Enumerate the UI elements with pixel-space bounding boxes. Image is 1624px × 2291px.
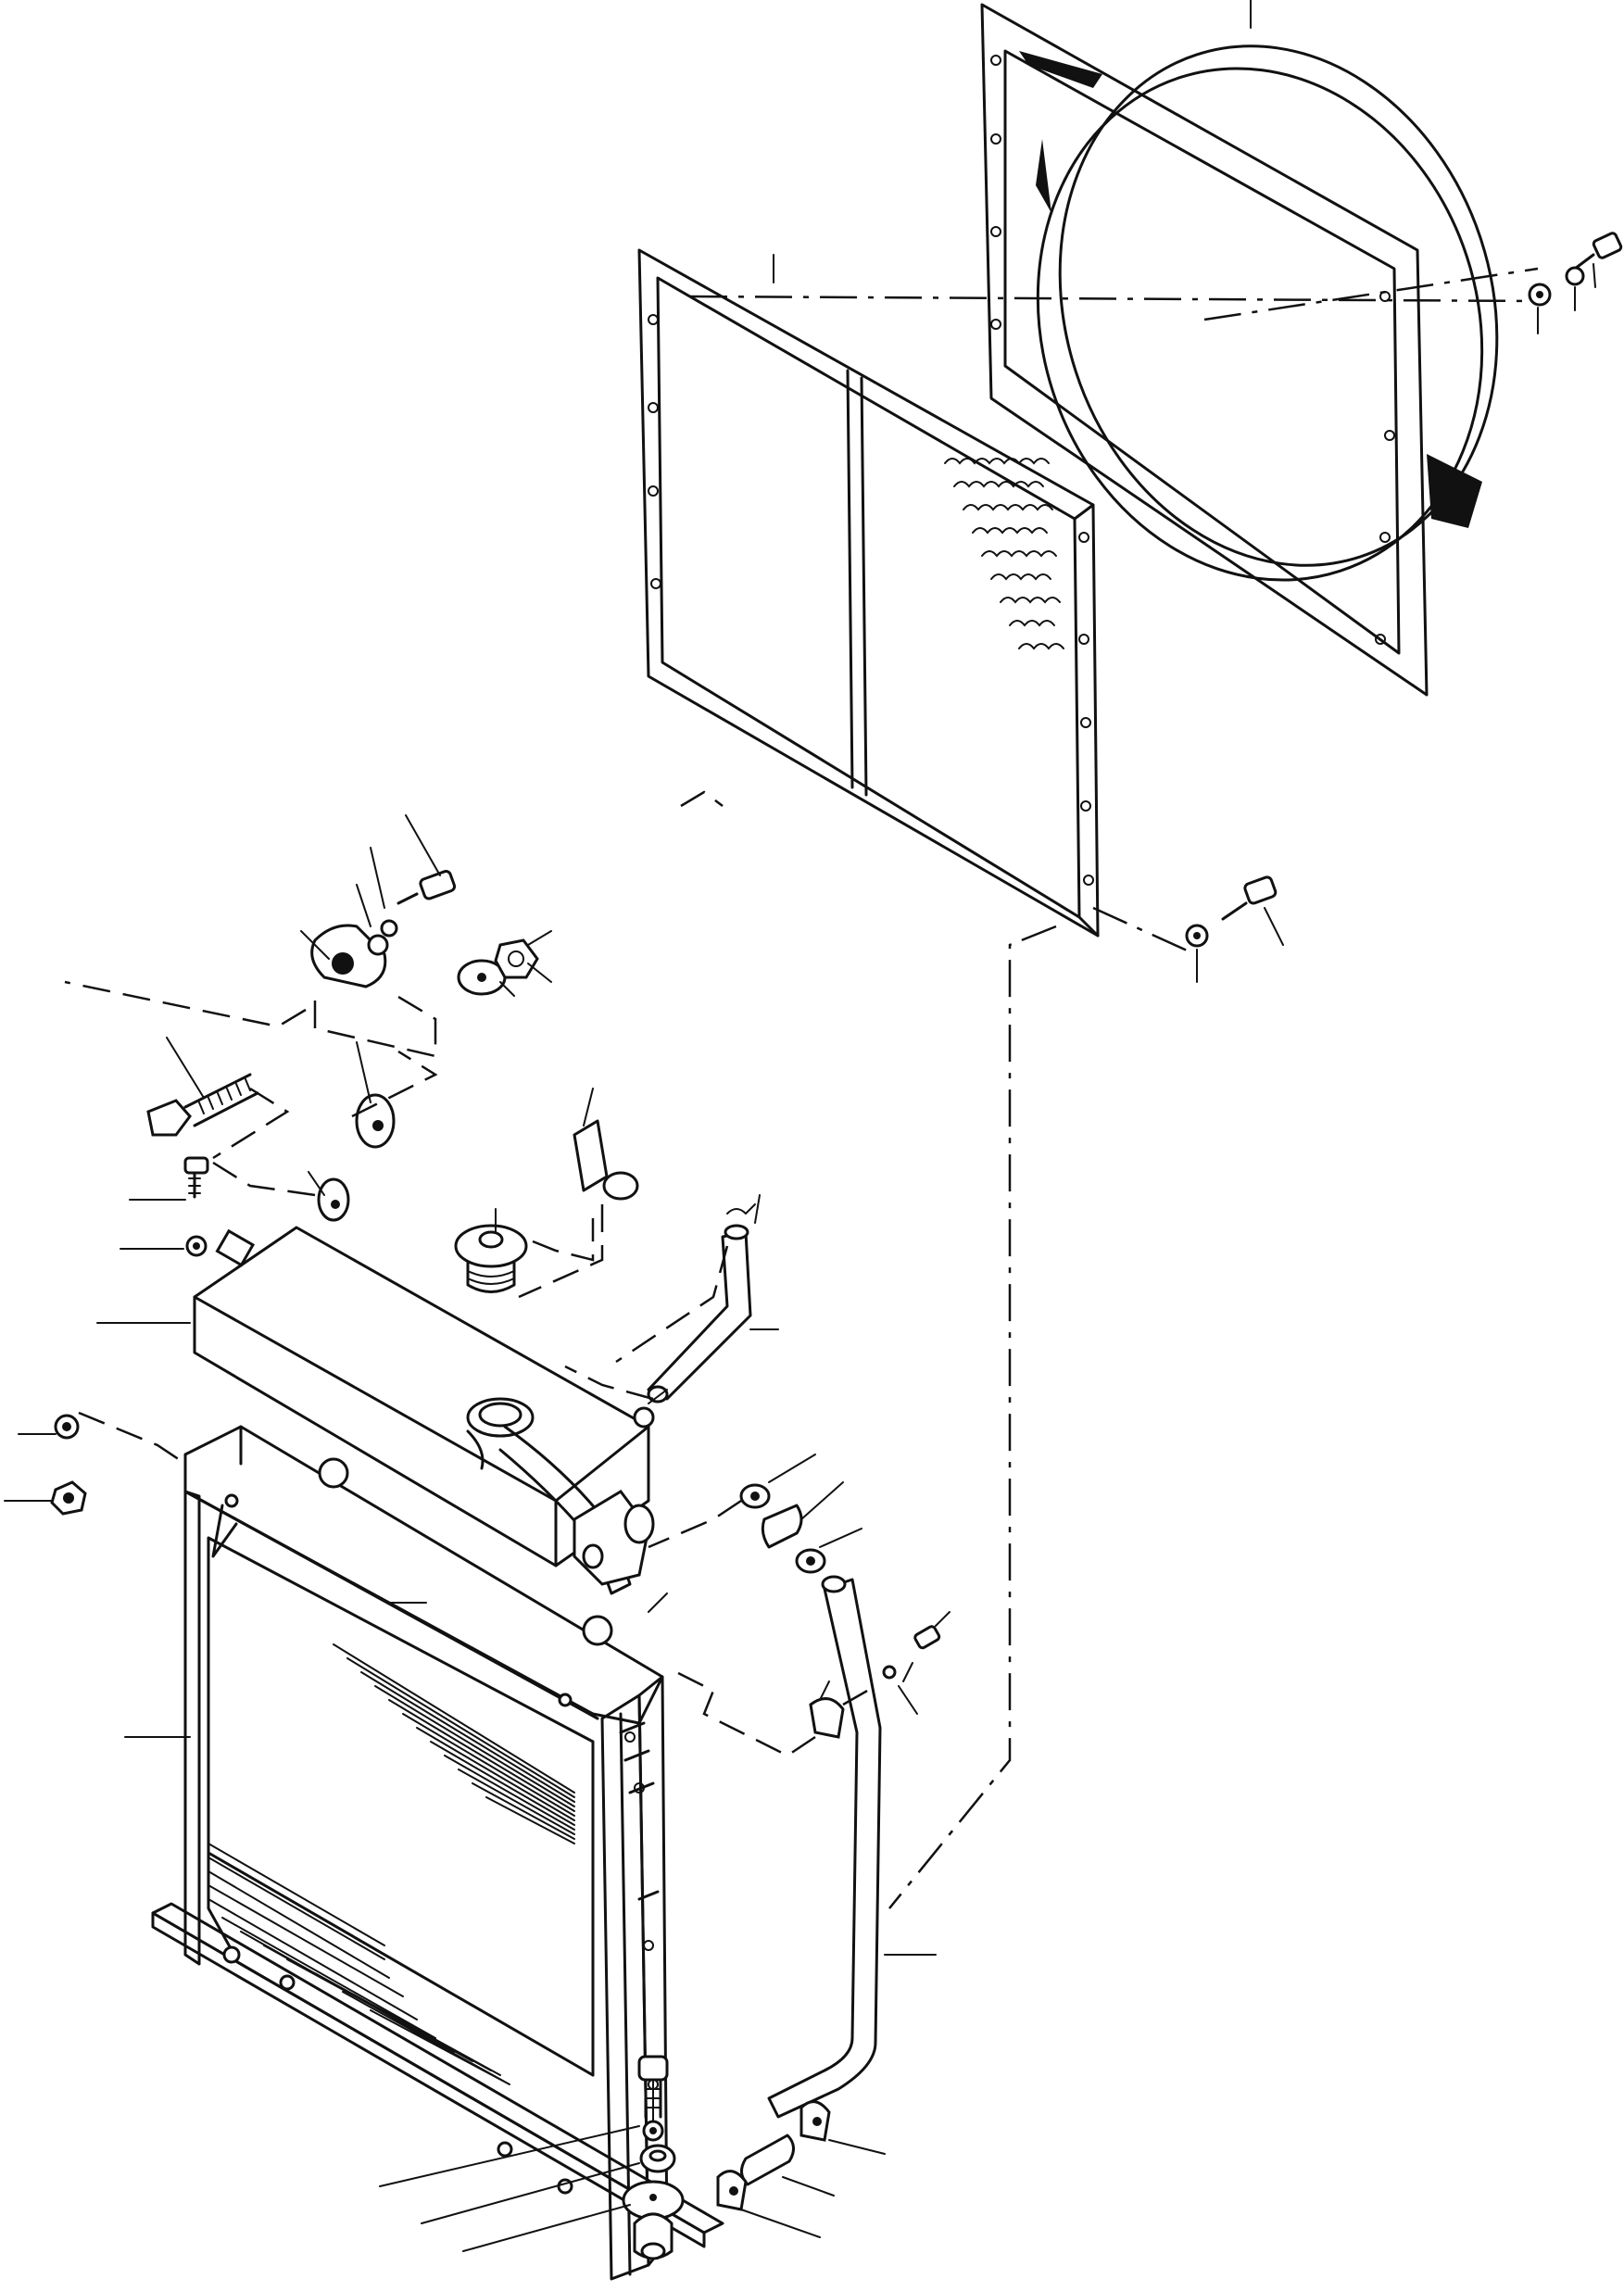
oil-cooler-core <box>637 248 1100 938</box>
upper-hose-joint <box>648 1454 862 1574</box>
hose-bracket <box>518 1088 639 1299</box>
lower-hose <box>767 1575 937 2119</box>
left-screw-set <box>120 1156 209 1257</box>
tank-outlet <box>573 1490 655 1586</box>
cooler-fins <box>944 458 1064 650</box>
left-nuts <box>4 1411 186 1516</box>
rubber-mount <box>421 2079 685 2260</box>
mount-washers <box>212 1041 438 1222</box>
long-bolt <box>146 1037 290 1160</box>
filler-neck <box>466 1389 668 1595</box>
fan-shroud <box>980 0 1499 697</box>
radiator-core-fins <box>208 1643 595 2085</box>
upper-mount <box>300 814 552 1058</box>
upper-tank <box>96 1226 650 1567</box>
assembly-lines <box>64 267 1539 1909</box>
shroud-bolt-set <box>1528 232 1623 334</box>
cooler-bolt-set <box>1185 875 1284 983</box>
side-clamp <box>666 1611 950 1757</box>
overflow-hose <box>564 1194 779 1404</box>
lower-hose-joint <box>716 2100 886 2238</box>
radiator-cap <box>454 1208 595 1293</box>
